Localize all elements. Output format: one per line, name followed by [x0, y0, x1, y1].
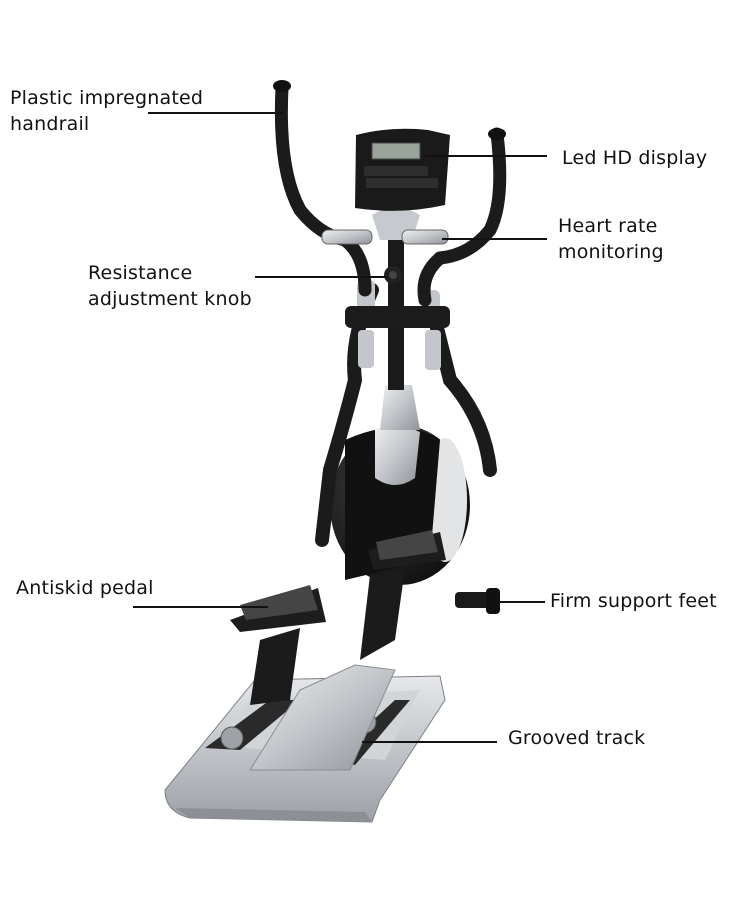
- callout-feet-line1: Firm support feet: [550, 590, 717, 612]
- callout-heart-rate: Heart rate monitoring: [558, 213, 664, 265]
- leader-line-display: [425, 155, 547, 157]
- leader-line-pedal: [133, 606, 268, 608]
- leader-line-heart-rate: [442, 238, 547, 240]
- resistance-knob: [384, 266, 402, 284]
- callout-track: Grooved track: [508, 725, 645, 751]
- callout-display: Led HD display: [562, 145, 707, 171]
- callout-handrail: Plastic impregnated handrail: [10, 85, 203, 137]
- moving-arms: [315, 280, 497, 547]
- callout-track-line1: Grooved track: [508, 727, 646, 749]
- leader-line-handrail: [148, 112, 283, 114]
- console: [355, 128, 450, 211]
- support-feet: [455, 588, 500, 614]
- callout-knob-line2: adjustment knob: [88, 288, 252, 310]
- callout-feet: Firm support feet: [550, 588, 717, 614]
- callout-pedal-line1: Antiskid pedal: [16, 577, 154, 599]
- callout-pedal: Antiskid pedal: [16, 575, 154, 601]
- callout-handrail-line1: Plastic impregnated: [10, 87, 204, 109]
- leader-line-feet: [500, 601, 545, 603]
- leader-line-knob: [255, 276, 387, 278]
- callout-handrail-line2: handrail: [10, 113, 90, 135]
- callout-knob: Resistance adjustment knob: [88, 260, 252, 312]
- callout-heart-rate-line2: monitoring: [558, 241, 664, 263]
- callout-knob-line1: Resistance: [88, 262, 193, 284]
- heart-rate-grips: [321, 229, 449, 245]
- center-column: [372, 207, 420, 430]
- callout-display-line1: Led HD display: [562, 147, 708, 169]
- callout-heart-rate-line1: Heart rate: [558, 215, 658, 237]
- pedals: [230, 530, 446, 705]
- leader-line-track: [362, 741, 497, 743]
